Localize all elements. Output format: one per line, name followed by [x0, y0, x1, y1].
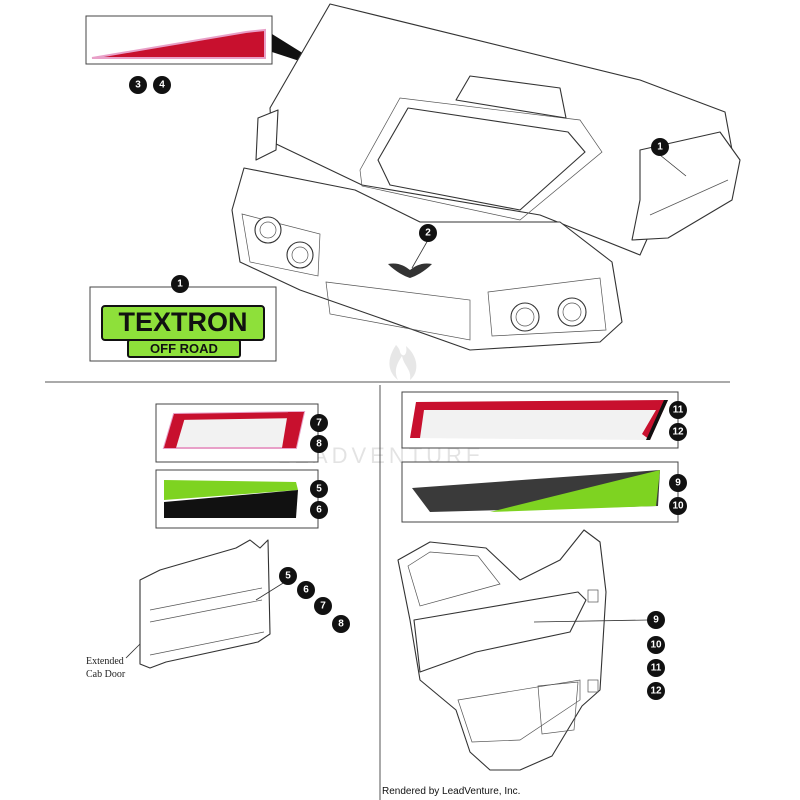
callout-6-ext: 6: [297, 581, 315, 599]
callout-12-front: 12: [647, 682, 665, 700]
right-fender-line: [649, 179, 729, 216]
callout-10-large-label: 10: [672, 501, 684, 512]
small-red-decal-right: [282, 412, 304, 448]
callout-9-large: 9: [669, 474, 687, 492]
front-door-window: [407, 551, 501, 607]
callout-11-front-label: 11: [651, 663, 662, 674]
small-red-decal-top: [174, 412, 304, 420]
hood-scoop: [359, 97, 603, 221]
callout-3: 3: [129, 76, 147, 94]
callout-6-small: 6: [310, 501, 328, 519]
front-door-lower: [457, 679, 581, 743]
front-door-handle-recess: [537, 681, 579, 735]
leader-2: [411, 239, 429, 269]
large-green-stripe: [490, 470, 660, 512]
callout-1-logo: 1: [171, 275, 189, 293]
small-red-door-decal: [155, 403, 319, 463]
callout-10-front-label: 10: [650, 640, 662, 651]
callout-5-ext-label: 5: [285, 571, 291, 582]
right-headlight-housing: [487, 277, 607, 337]
callout-6-ext-label: 6: [303, 585, 309, 596]
vehicle-front-assembly: [231, 3, 741, 351]
callout-5-small: 5: [310, 480, 328, 498]
ext-door-line-2: [149, 599, 263, 623]
small-green-door-decal: [155, 469, 319, 529]
logo-line2: OFF ROAD: [150, 341, 218, 356]
callout-7-small: 7: [310, 414, 328, 432]
callout-8-ext: 8: [332, 615, 350, 633]
callout-1-hood-label: 1: [657, 142, 663, 153]
callout-7-small-label: 7: [316, 418, 322, 429]
textron-logo-decal: TEXTRON OFF ROAD: [89, 286, 277, 362]
footer-credit: Rendered by LeadVenture, Inc.: [382, 786, 520, 797]
callout-8-small: 8: [310, 435, 328, 453]
left-headlight-housing: [241, 213, 321, 277]
callout-3-label: 3: [135, 80, 141, 91]
leader-1: [659, 154, 687, 177]
front-door-panel: [397, 529, 607, 771]
callout-8-ext-label: 8: [338, 619, 344, 630]
callout-12-large: 12: [669, 423, 687, 441]
logo-line1: TEXTRON: [118, 307, 247, 337]
callout-11-large-label: 11: [673, 405, 684, 416]
wing-emblem: [388, 263, 432, 278]
ext-door-panel: [139, 539, 271, 669]
front-door-hinge-top: [587, 589, 599, 603]
flame-icon: [389, 345, 417, 380]
hood-vent: [455, 75, 567, 119]
small-green-stripe: [164, 480, 298, 500]
callout-4: 4: [153, 76, 171, 94]
ext-door-label-line2: Cab Door: [86, 669, 126, 680]
callout-9-front: 9: [647, 611, 665, 629]
large-green-door-decal: [401, 461, 679, 523]
ext-door-leader: [255, 579, 289, 601]
callout-1-logo-label: 1: [177, 279, 183, 290]
small-red-decal-left: [164, 414, 186, 448]
logo-badge-bottom: [127, 339, 241, 358]
callout-9-large-label: 9: [675, 478, 681, 489]
right-fender: [631, 131, 741, 241]
ext-door-line-1: [149, 587, 263, 611]
callout-9-front-label: 9: [653, 615, 659, 626]
callout-11-front: 11: [647, 659, 665, 677]
callout-11-large: 11: [669, 401, 687, 419]
small-black-stripe: [164, 490, 298, 518]
callout-12-front-label: 12: [650, 686, 662, 697]
callout-4-label: 4: [159, 80, 165, 91]
ext-door-label-leader: [125, 643, 141, 659]
callout-5-ext: 5: [279, 567, 297, 585]
callout-6-small-label: 6: [316, 505, 322, 516]
extended-cab-door: [139, 539, 271, 669]
large-red-decal-border: [410, 400, 668, 440]
callout-5-small-label: 5: [316, 484, 322, 495]
callout-8-small-label: 8: [316, 439, 322, 450]
large-red-decal-tip: [646, 400, 668, 440]
ext-door-label-line1: Extended: [86, 656, 124, 667]
large-red-door-decal: [401, 391, 679, 449]
callout-7-ext-label: 7: [320, 601, 326, 612]
callout-2-emblem: 2: [419, 224, 437, 242]
hood-window: [377, 107, 586, 211]
front-door-leader: [533, 619, 649, 623]
callout-12-large-label: 12: [672, 427, 684, 438]
callout-2-emblem-label: 2: [425, 228, 431, 239]
callout-10-front: 10: [647, 636, 665, 654]
hood-stripe-decal: [91, 28, 266, 59]
callout-7-ext: 7: [314, 597, 332, 615]
ext-door-line-3: [149, 631, 265, 656]
callout-1-hood: 1: [651, 138, 669, 156]
grille-opening: [325, 281, 471, 341]
front-door-inner-panel: [413, 591, 587, 673]
left-side-panel: [255, 109, 279, 161]
front-door: [397, 529, 607, 771]
front-door-hinge-bottom: [587, 679, 599, 693]
callout-10-large: 10: [669, 497, 687, 515]
